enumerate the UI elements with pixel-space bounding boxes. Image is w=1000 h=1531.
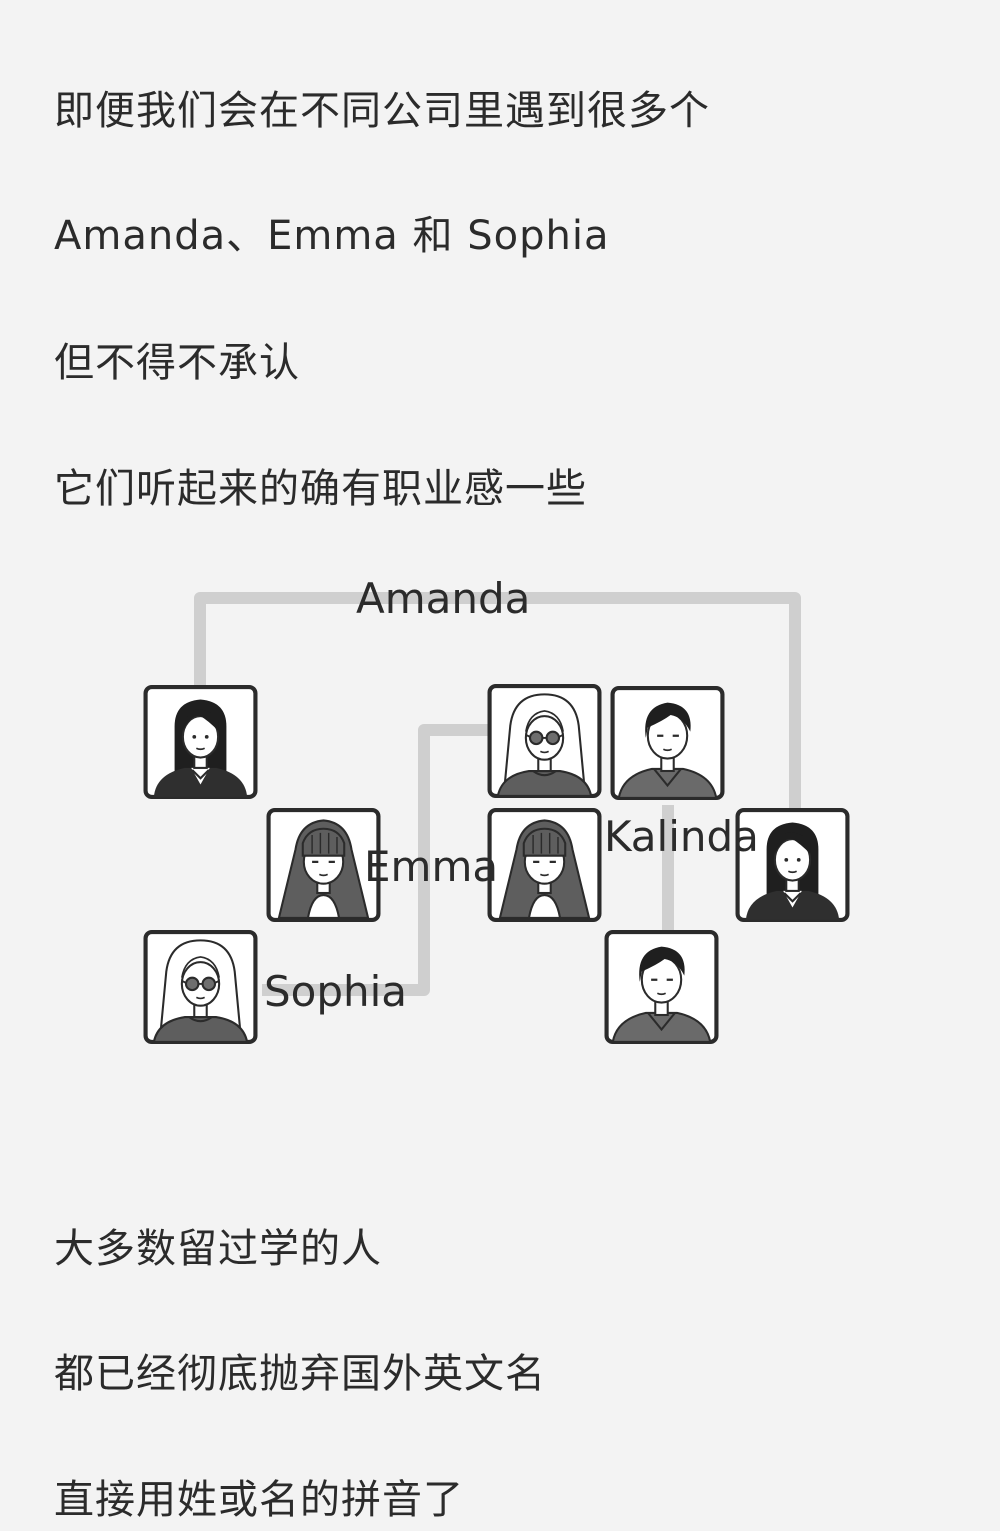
avatar-short-hair-bottom — [607, 932, 717, 1042]
label-emma: Emma — [364, 842, 498, 891]
connector-lines — [194, 592, 801, 996]
connector-amanda — [194, 592, 801, 820]
text-line-3: 但不得不承认 — [54, 340, 300, 386]
text-line-2: Amanda、Emma 和 Sophia — [54, 213, 610, 259]
text-line-1: 即便我们会在不同公司里遇到很多个 — [54, 88, 710, 134]
avatar-glasses-right — [490, 686, 600, 796]
connector-sophia — [262, 724, 492, 996]
text-line-5: 大多数留过学的人 — [54, 1226, 382, 1272]
avatar-emma-right — [490, 810, 600, 920]
avatar-short-hair-top — [613, 688, 723, 798]
text-line-4: 它们听起来的确有职业感一些 — [54, 466, 587, 512]
avatar-emma-left — [269, 810, 379, 920]
label-sophia: Sophia — [264, 967, 407, 1016]
label-amanda: Amanda — [356, 574, 530, 623]
text-line-6: 都已经彻底抛弃国外英文名 — [54, 1351, 546, 1397]
text-line-7: 直接用姓或名的拼音了 — [54, 1477, 464, 1523]
label-kalinda: Kalinda — [604, 812, 759, 861]
avatar-amanda-left — [146, 687, 256, 797]
avatar-sophia-left — [146, 932, 256, 1042]
